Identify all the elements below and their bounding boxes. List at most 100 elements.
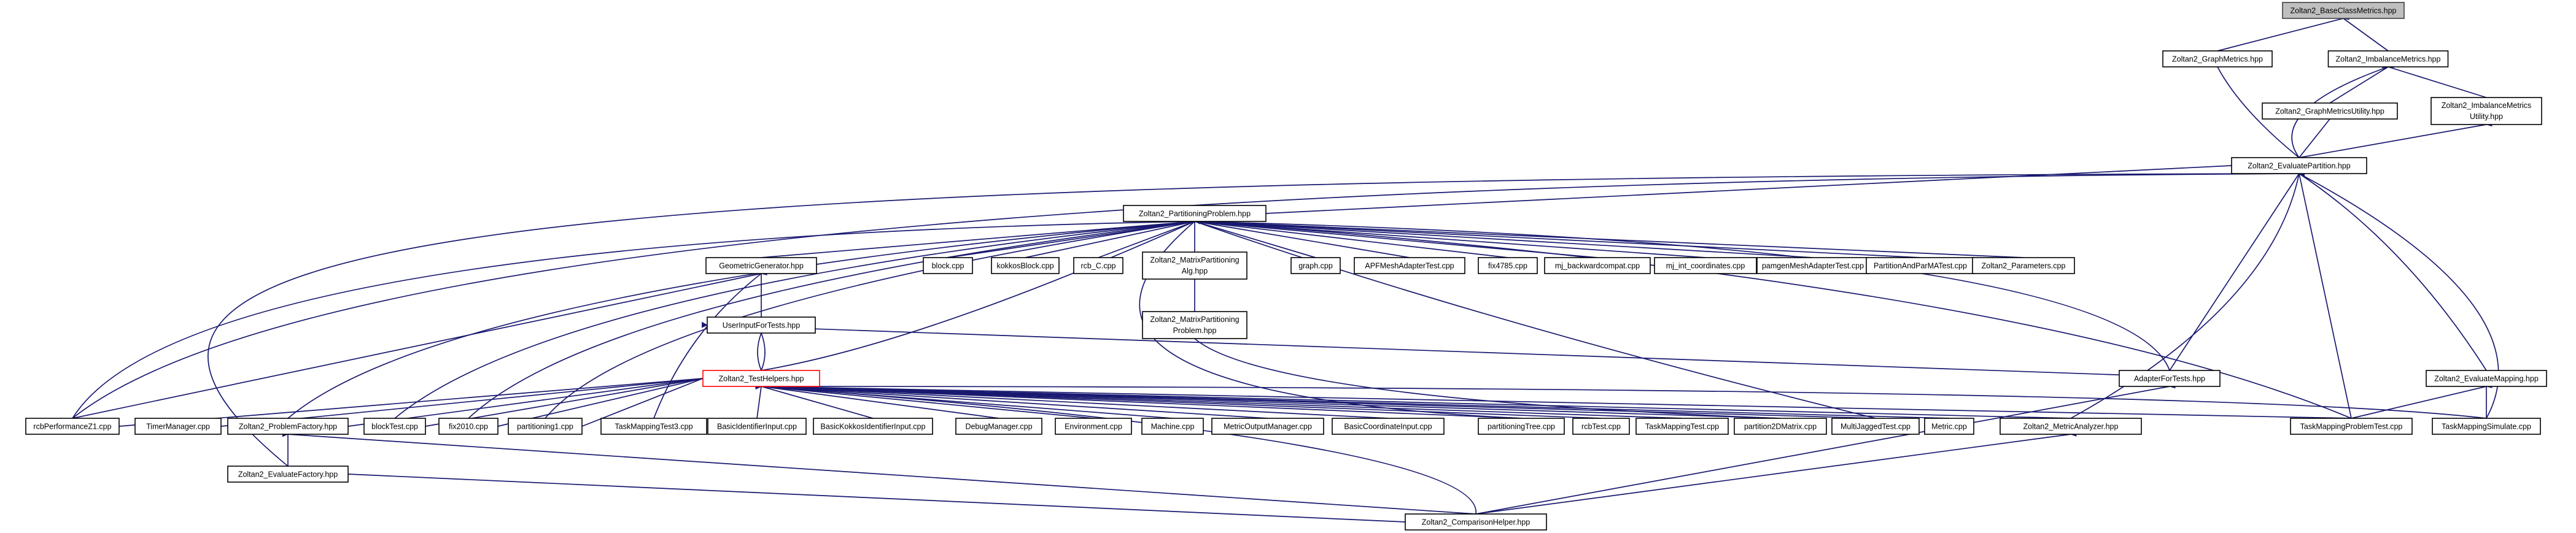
node-machine[interactable]: Machine.cpp [1141, 418, 1204, 435]
node-partition-2d-matrix[interactable]: partition2DMatrix.cpp [1734, 418, 1827, 435]
node-block-test[interactable]: blockTest.cpp [363, 418, 426, 435]
edge-rcb_performance-to-evaluate_partition [72, 170, 2305, 419]
node-fix2010[interactable]: fix2010.cpp [438, 418, 499, 435]
edge-apf_mesh-to-partitioning_problem [1189, 217, 1410, 258]
node-debug-manager[interactable]: DebugManager.cpp [955, 418, 1042, 435]
node-metric-output-manager[interactable]: MetricOutputManager.cpp [1211, 418, 1324, 435]
node-label: Zoltan2_ImbalanceMetrics [2442, 101, 2532, 110]
edge-rcb_c-to-partitioning_problem [1098, 217, 1201, 258]
node-zoltan2-parameters[interactable]: Zoltan2_Parameters.cpp [1972, 257, 2075, 274]
node-box [600, 418, 707, 435]
node-label: fix2010.cpp [449, 423, 488, 431]
node-box [1478, 418, 1565, 435]
node-fix4785[interactable]: fix4785.cpp [1478, 257, 1538, 274]
node-basic-kokkos-identifier[interactable]: BasicKokkosIdentifierInput.cpp [813, 418, 933, 435]
node-task-mapping-problem-test[interactable]: TaskMappingProblemTest.cpp [2290, 418, 2413, 435]
node-box [1141, 418, 1204, 435]
node-box [1756, 257, 1869, 274]
node-task-mapping-test[interactable]: TaskMappingTest.cpp [1635, 418, 1729, 435]
edge-basic_coordinate-to-test_helpers [755, 383, 1389, 419]
node-box [705, 257, 817, 274]
node-timer-manager[interactable]: TimerManager.cpp [134, 418, 222, 435]
node-environment[interactable]: Environment.cpp [1055, 418, 1132, 435]
node-label: Zoltan2_BaseClassMetrics.hpp [2291, 7, 2397, 15]
node-label: BasicCoordinateInput.cpp [1344, 423, 1432, 431]
node-multi-jagged-test[interactable]: MultiJaggedTest.cpp [1831, 418, 1920, 435]
node-basic-coordinate[interactable]: BasicCoordinateInput.cpp [1332, 418, 1445, 435]
node-block[interactable]: block.cpp [923, 257, 973, 274]
node-label: TaskMappingSimulate.cpp [2442, 423, 2531, 431]
edge-test_helpers-to-user_input [757, 326, 766, 371]
node-mj-backward[interactable]: mj_backwardcompat.cpp [1544, 257, 1651, 274]
node-label: Zoltan2_EvaluateFactory.hpp [238, 470, 338, 479]
edge-test_helpers-to-partitioning_problem [761, 216, 1201, 371]
node-box [923, 257, 973, 274]
node-box [1405, 513, 1547, 531]
node-box [702, 370, 820, 387]
node-kokkos-block[interactable]: kokkosBlock.cpp [991, 257, 1060, 274]
node-graph[interactable]: graph.cpp [1290, 257, 1341, 274]
node-label: UserInputForTests.hpp [723, 321, 800, 330]
node-apf-mesh[interactable]: APFMeshAdapterTest.cpp [1354, 257, 1465, 274]
edge-task_mapping_problem_test-to-partitioning_problem [1189, 218, 2352, 419]
node-root[interactable]: Zoltan2_BaseClassMetrics.hpp [2282, 2, 2405, 19]
node-box [1831, 418, 1920, 435]
node-problem-factory[interactable]: Zoltan2_ProblemFactory.hpp [227, 418, 349, 435]
edge-environment-to-test_helpers [755, 383, 1094, 419]
node-partitioning-problem[interactable]: Zoltan2_PartitioningProblem.hpp [1123, 205, 1267, 222]
node-graph-metrics[interactable]: Zoltan2_GraphMetrics.hpp [2162, 50, 2273, 67]
node-box [1635, 418, 1729, 435]
node-rcb-test[interactable]: rcbTest.cpp [1572, 418, 1630, 435]
node-box [1354, 257, 1465, 274]
node-rcb-c[interactable]: rcb_C.cpp [1073, 257, 1123, 274]
node-task-mapping-test3[interactable]: TaskMappingTest3.cpp [600, 418, 707, 435]
node-mj-int-coordinates[interactable]: mj_int_coordinates.cpp [1654, 257, 1757, 274]
node-user-input[interactable]: UserInputForTests.hpp [707, 316, 816, 334]
node-label: Zoltan2_ProblemFactory.hpp [239, 423, 337, 431]
edge-debug_manager-to-test_helpers [755, 382, 999, 419]
node-label: partitioning1.cpp [517, 423, 573, 431]
node-box [2262, 102, 2398, 120]
node-evaluate-factory[interactable]: Zoltan2_EvaluateFactory.hpp [227, 466, 349, 483]
node-geometric-generator[interactable]: GeometricGenerator.hpp [705, 257, 817, 274]
node-metric-analyzer[interactable]: Zoltan2_MetricAnalyzer.hpp [2000, 418, 2142, 435]
node-task-mapping-simulate[interactable]: TaskMappingSimulate.cpp [2432, 418, 2541, 435]
node-graph-metrics-utility[interactable]: Zoltan2_GraphMetricsUtility.hpp [2262, 102, 2398, 120]
edge-evaluate_partition-to-graph_metrics_utility [2299, 112, 2336, 158]
node-comparison-helper[interactable]: Zoltan2_ComparisonHelper.hpp [1405, 513, 1547, 531]
node-test-helpers[interactable]: Zoltan2_TestHelpers.hpp [702, 370, 820, 387]
node-box [2432, 418, 2541, 435]
edge-task_mapping_problem_test-to-evaluate_mapping [2351, 382, 2493, 419]
node-basic-identifier[interactable]: BasicIdentifierInput.cpp [707, 418, 807, 435]
node-evaluate-partition[interactable]: Zoltan2_EvaluatePartition.hpp [2231, 157, 2367, 174]
node-imbalance-metrics[interactable]: Zoltan2_ImbalanceMetrics.hpp [2327, 50, 2449, 67]
node-box [2431, 97, 2542, 125]
node-box [25, 418, 120, 435]
node-partition-and-parma[interactable]: PartitionAndParMATest.cpp [1866, 257, 1975, 274]
node-partitioning1[interactable]: partitioning1.cpp [508, 418, 583, 435]
node-partitioning-tree[interactable]: partitioningTree.cpp [1478, 418, 1565, 435]
node-adapter-for-tests[interactable]: AdapterForTests.hpp [2119, 370, 2221, 387]
node-label: blockTest.cpp [371, 423, 418, 431]
node-label: Zoltan2_GraphMetricsUtility.hpp [2275, 107, 2384, 116]
node-label: kokkosBlock.cpp [996, 262, 1053, 270]
node-pamgen-mesh[interactable]: pamgenMeshAdapterTest.cpp [1756, 257, 1869, 274]
node-box [438, 418, 499, 435]
edge-adapter_for_tests-to-evaluate_partition [2169, 167, 2305, 371]
node-metric[interactable]: Metric.cpp [1924, 418, 1974, 435]
node-label: graph.cpp [1298, 262, 1333, 270]
node-label: Metric.cpp [1931, 423, 1967, 431]
node-label: APFMeshAdapterTest.cpp [1365, 262, 1454, 270]
node-label: rcb_C.cpp [1081, 262, 1116, 270]
node-rcb-performance[interactable]: rcbPerformanceZ1.cpp [25, 418, 120, 435]
node-label: Zoltan2_TestHelpers.hpp [719, 375, 804, 383]
node-box [1544, 257, 1651, 274]
node-box [134, 418, 222, 435]
node-box [1924, 418, 1974, 435]
node-label: Environment.cpp [1065, 423, 1122, 431]
node-evaluate-mapping[interactable]: Zoltan2_EvaluateMapping.hpp [2426, 370, 2547, 387]
node-box [2162, 50, 2273, 67]
